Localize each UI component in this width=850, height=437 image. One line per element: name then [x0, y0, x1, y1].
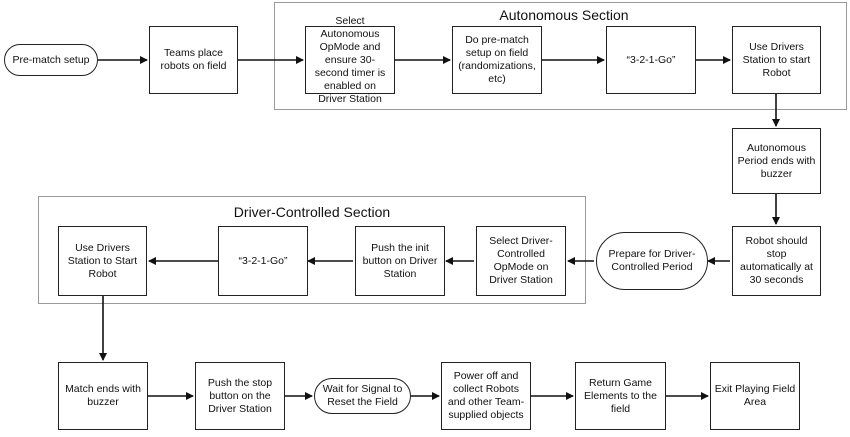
return-game-elements-box: Return Game Elements to the field — [575, 362, 666, 430]
teams-place-robots-box: Teams place robots on field — [149, 26, 238, 94]
use-ds-start-driver-box: Use Drivers Station to Start Robot — [58, 226, 147, 296]
countdown-autonomous-label: “3-2-1-Go” — [626, 53, 676, 66]
use-ds-start-autonomous-label: Use Drivers Station to start Robot — [742, 40, 811, 79]
wait-for-signal-terminal: Wait for Signal to Reset the Field — [314, 378, 411, 414]
wait-for-signal-label: Wait for Signal to Reset the Field — [322, 383, 403, 408]
do-prematch-setup-box: Do pre-match setup on field (randomizati… — [452, 26, 542, 94]
push-init-box: Push the init button on Driver Station — [355, 226, 445, 296]
use-ds-start-driver-label: Use Drivers Station to Start Robot — [67, 241, 138, 280]
prepare-driver-period-label: Prepare for Driver-Controlled Period — [608, 248, 696, 273]
autonomous-section — [274, 2, 847, 110]
push-init-label: Push the init button on Driver Station — [362, 241, 438, 280]
select-driver-opmode-label: Select Driver-Controlled OpMode on Drive… — [489, 235, 553, 286]
countdown-driver-box: “3-2-1-Go” — [218, 226, 308, 296]
select-autonomous-opmode-box: Select Autonomous OpMode and ensure 30-s… — [305, 15, 395, 105]
exit-field-label: Exit Playing Field Area — [714, 383, 796, 408]
pre-match-setup-label: Pre-match setup — [12, 53, 90, 66]
teams-place-robots-label: Teams place robots on field — [160, 47, 227, 72]
autonomous-period-ends-label: Autonomous Period ends with buzzer — [737, 141, 816, 180]
use-ds-start-autonomous-box: Use Drivers Station to start Robot — [732, 26, 821, 94]
select-autonomous-opmode-label: Select Autonomous OpMode and ensure 30-s… — [314, 14, 386, 105]
driver-controlled-section-title: Driver-Controlled Section — [233, 204, 391, 220]
pre-match-setup-terminal: Pre-match setup — [4, 44, 98, 76]
autonomous-section-title: Autonomous Section — [499, 7, 629, 23]
do-prematch-setup-label: Do pre-match setup on field (randomizati… — [458, 34, 536, 85]
power-off-collect-box: Power off and collect Robots and other T… — [441, 362, 531, 430]
return-game-elements-label: Return Game Elements to the field — [584, 376, 657, 415]
push-stop-label: Push the stop button on the Driver Stati… — [207, 376, 273, 415]
power-off-collect-label: Power off and collect Robots and other T… — [447, 370, 525, 421]
robot-stop-30s-label: Robot should stop automatically at 30 se… — [740, 235, 813, 286]
prepare-driver-period-terminal: Prepare for Driver-Controlled Period — [596, 232, 708, 290]
robot-stop-30s-box: Robot should stop automatically at 30 se… — [732, 226, 821, 296]
select-driver-opmode-box: Select Driver-Controlled OpMode on Drive… — [476, 226, 566, 296]
countdown-driver-label: “3-2-1-Go” — [238, 254, 288, 267]
match-ends-box: Match ends with buzzer — [58, 362, 148, 430]
push-stop-box: Push the stop button on the Driver Stati… — [195, 362, 285, 430]
driver-controlled-section — [38, 196, 586, 304]
autonomous-period-ends-box: Autonomous Period ends with buzzer — [732, 128, 821, 194]
exit-field-box: Exit Playing Field Area — [710, 362, 800, 430]
countdown-autonomous-box: “3-2-1-Go” — [606, 26, 696, 94]
match-ends-label: Match ends with buzzer — [65, 383, 141, 408]
